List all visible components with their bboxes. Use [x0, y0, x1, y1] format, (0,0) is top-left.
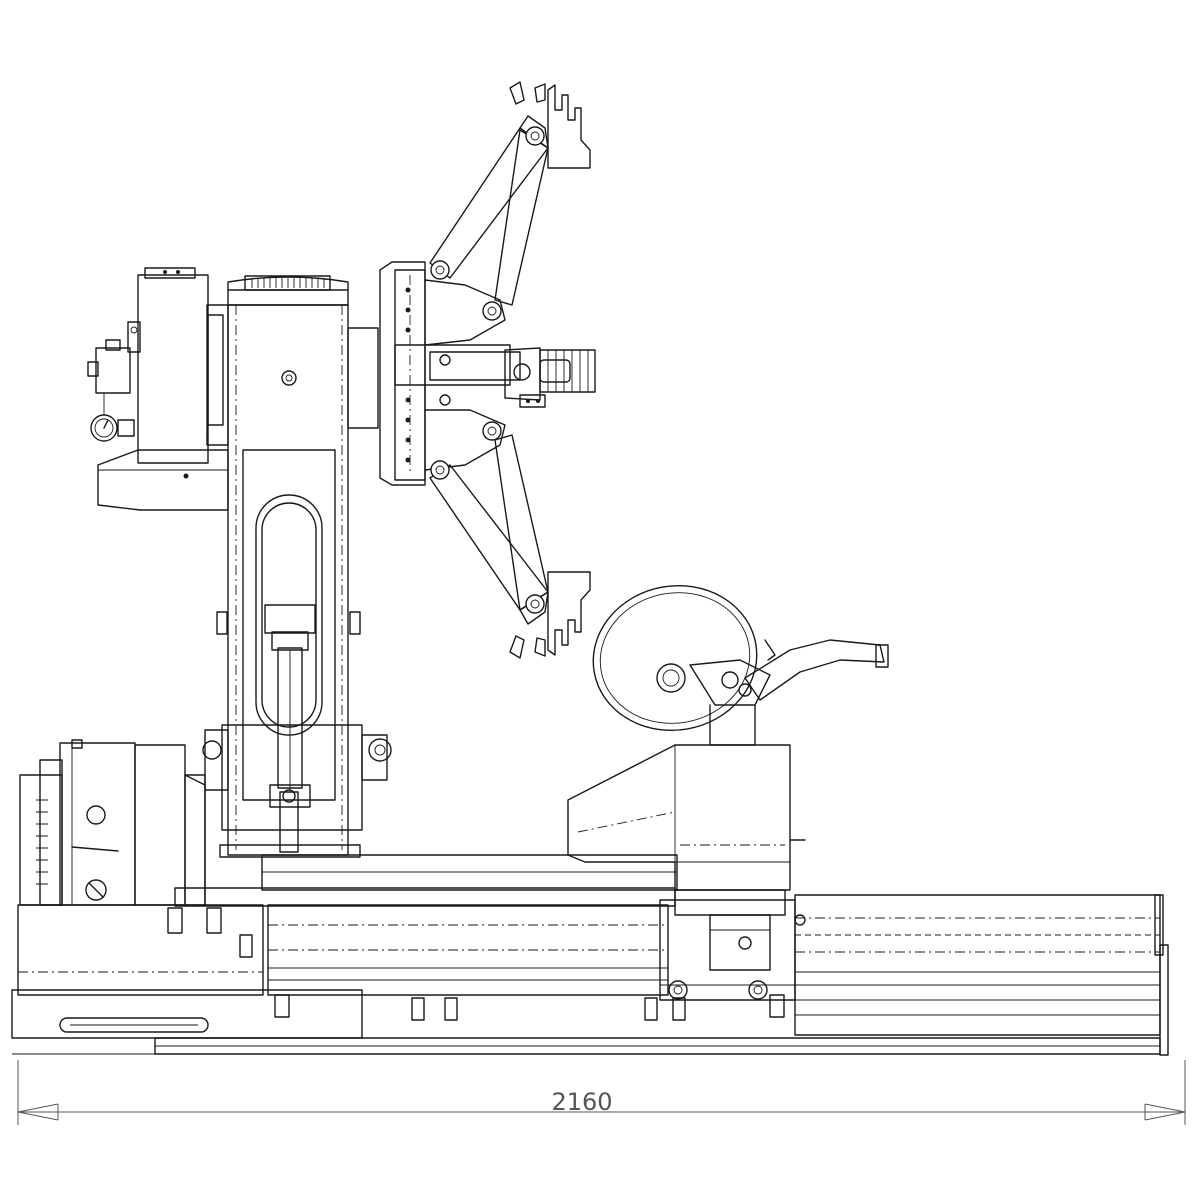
clamp-arm-lower	[429, 421, 549, 625]
dimension-2160: 2160	[17, 1060, 1186, 1125]
clamp-arm-upper	[429, 115, 549, 321]
rail-bolts	[167, 907, 785, 1021]
base-frame	[11, 904, 1161, 1055]
jaw-upper	[509, 81, 591, 169]
motor-housing	[19, 739, 206, 906]
dimension-label: 2160	[551, 1088, 612, 1116]
linkage	[504, 347, 596, 408]
bead-breaker-disc	[592, 584, 758, 732]
clamp-head	[379, 261, 521, 486]
main-column	[202, 275, 392, 858]
hydraulic-cylinder	[264, 604, 316, 853]
left-head	[87, 267, 229, 511]
bead-breaker-arm	[689, 639, 889, 746]
rail-bed	[174, 854, 1169, 1056]
jaw-lower	[509, 571, 591, 659]
tool-carriage	[567, 744, 806, 971]
